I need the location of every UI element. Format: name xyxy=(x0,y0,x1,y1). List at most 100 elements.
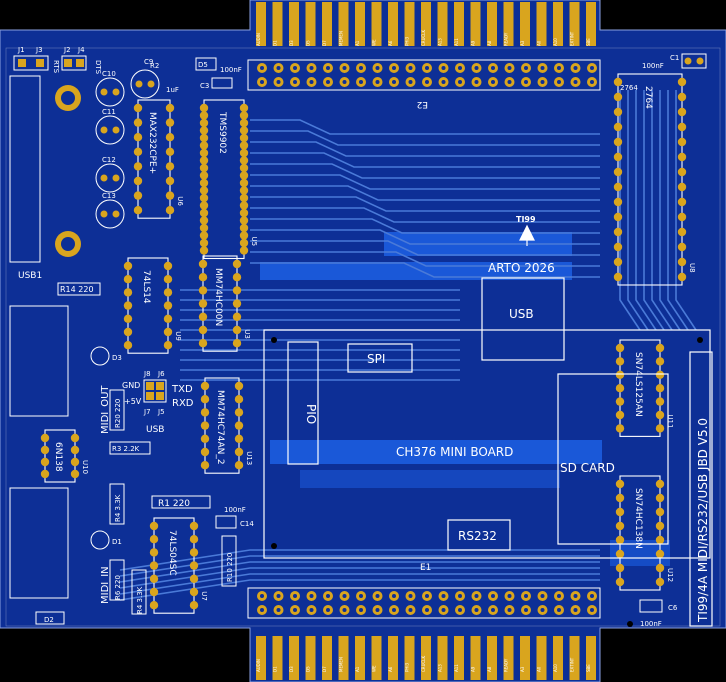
header-e2-drill xyxy=(540,66,545,70)
sdcard-block xyxy=(557,373,669,545)
chip-u7-ref: U7 xyxy=(200,591,208,601)
pad-j1 xyxy=(18,59,26,67)
chip-u13-pin xyxy=(200,395,210,404)
edge-finger-top xyxy=(305,2,316,46)
header-e1-drill xyxy=(309,608,314,612)
edge-pin-label-top: A9 xyxy=(471,40,476,46)
trace xyxy=(250,262,600,278)
chip-u9-pin xyxy=(123,341,133,350)
chip-u5-pin xyxy=(239,223,249,233)
chip-u7-pin xyxy=(149,535,159,544)
chip-u5-pin xyxy=(239,163,249,173)
chip-u6-pin xyxy=(133,176,143,186)
chip-u8-pin xyxy=(677,242,687,252)
chip-u13-pin xyxy=(234,461,244,470)
jumper-j2-j4 xyxy=(61,55,87,71)
chip-group: TMS9902U5MAX232CPE+U62764U874LS14U9MM74H… xyxy=(40,73,696,614)
chip-u11-pin xyxy=(615,410,625,420)
edge-finger-top xyxy=(470,2,481,46)
header-e1-drill xyxy=(375,608,380,612)
side-label: TI99/4A MIDI/RS232/USB JBD V5.0 xyxy=(696,418,710,623)
e2-label: E2 xyxy=(417,99,428,109)
chip-u13-pin xyxy=(234,434,244,443)
header-e1-drill xyxy=(441,594,446,598)
chip-u7-label: 74LS04SC xyxy=(167,530,177,576)
chip-u6-pin xyxy=(165,206,175,215)
trace xyxy=(651,90,673,331)
trace xyxy=(119,561,600,583)
txd-label: TXD xyxy=(171,384,193,395)
v5-label: +5V xyxy=(124,397,142,406)
chip-u8-pin xyxy=(613,137,623,147)
pio-block xyxy=(287,341,319,465)
header-e2-drill xyxy=(425,80,429,84)
chip-u9-pin xyxy=(163,327,173,337)
edge-finger-bottom xyxy=(503,636,514,680)
copper-pour-ch376 xyxy=(270,440,602,464)
chip-u5-pin xyxy=(239,141,249,150)
edge-finger-bottom xyxy=(437,636,448,680)
edge-pin-label-top: D7 xyxy=(322,40,327,46)
trace-group xyxy=(119,90,697,601)
chip-u10-pin xyxy=(40,457,50,467)
header-e1-drill xyxy=(540,608,545,612)
pad-j3 xyxy=(36,59,44,67)
chip-u5-label: TMS9902 xyxy=(217,111,227,154)
edge-finger-bottom xyxy=(520,636,530,680)
chip-u10-pin xyxy=(70,469,80,479)
chip-u5-pin xyxy=(239,186,249,195)
chip-u7-pin xyxy=(149,574,159,583)
chip-u5-pin xyxy=(199,186,209,195)
chip-u3-pin xyxy=(198,259,208,269)
chip-u5-pin xyxy=(199,246,209,255)
edge-pin-label-top: A11 xyxy=(454,38,459,46)
chip-u13-pin xyxy=(200,408,210,417)
edge-pin-label-top: D3 xyxy=(289,40,294,46)
header-e1-drill xyxy=(326,594,330,598)
chip-u5-pin xyxy=(199,133,209,143)
header-e1-drill xyxy=(474,594,479,598)
header-e1-drill xyxy=(342,594,347,598)
edge-finger-top xyxy=(404,2,415,46)
edge-pin-label-top: A8 xyxy=(487,40,492,46)
ref-c11: C11 xyxy=(102,108,116,116)
cap-c10 xyxy=(95,77,125,107)
header-e1-drill xyxy=(590,608,594,612)
chip-u12-pin xyxy=(615,535,625,545)
chip-u8-pin xyxy=(677,227,687,237)
edge-pin-label-top: AUDIN xyxy=(256,33,261,46)
chip-u5-pin xyxy=(199,178,209,188)
edge-pin-label-top: A3 xyxy=(520,40,525,46)
header-e2-drill xyxy=(276,66,281,70)
edge-pin-label-bottom: A0 xyxy=(537,666,542,672)
edge-pin-label-bottom: D1 xyxy=(273,666,278,672)
header-e1-drill xyxy=(507,608,512,612)
ref-c1: C1 xyxy=(670,54,679,62)
chip-u8-pin xyxy=(677,77,687,87)
trace xyxy=(250,229,600,245)
header-e1-drill xyxy=(573,594,578,598)
ref-rts: RTS xyxy=(52,60,60,74)
board-frame xyxy=(5,47,721,627)
header-e1-drill xyxy=(408,608,413,612)
rs232-block xyxy=(447,519,511,551)
sdcard-label: SD CARD xyxy=(560,461,615,475)
header-e2-drill xyxy=(573,66,578,70)
trace xyxy=(659,90,681,331)
pad-j4 xyxy=(76,59,84,67)
chip-u5-pin xyxy=(199,208,209,218)
edge-finger-bottom xyxy=(256,636,266,680)
chip-u6-pin xyxy=(133,206,143,215)
chip-u12-label: SN74HC138N xyxy=(633,488,643,549)
chip-u8-pin xyxy=(677,122,687,132)
header-e1-drill xyxy=(276,608,281,612)
chip-u12-pin xyxy=(655,577,665,587)
header-e2-drill xyxy=(342,66,347,70)
edge-finger-bottom xyxy=(272,636,283,680)
chip-u7-pin xyxy=(189,535,199,544)
chip-u5-pin xyxy=(199,118,209,128)
trace xyxy=(250,207,600,223)
chip-u8-pin xyxy=(677,272,687,282)
header-e1-drill xyxy=(326,608,330,612)
